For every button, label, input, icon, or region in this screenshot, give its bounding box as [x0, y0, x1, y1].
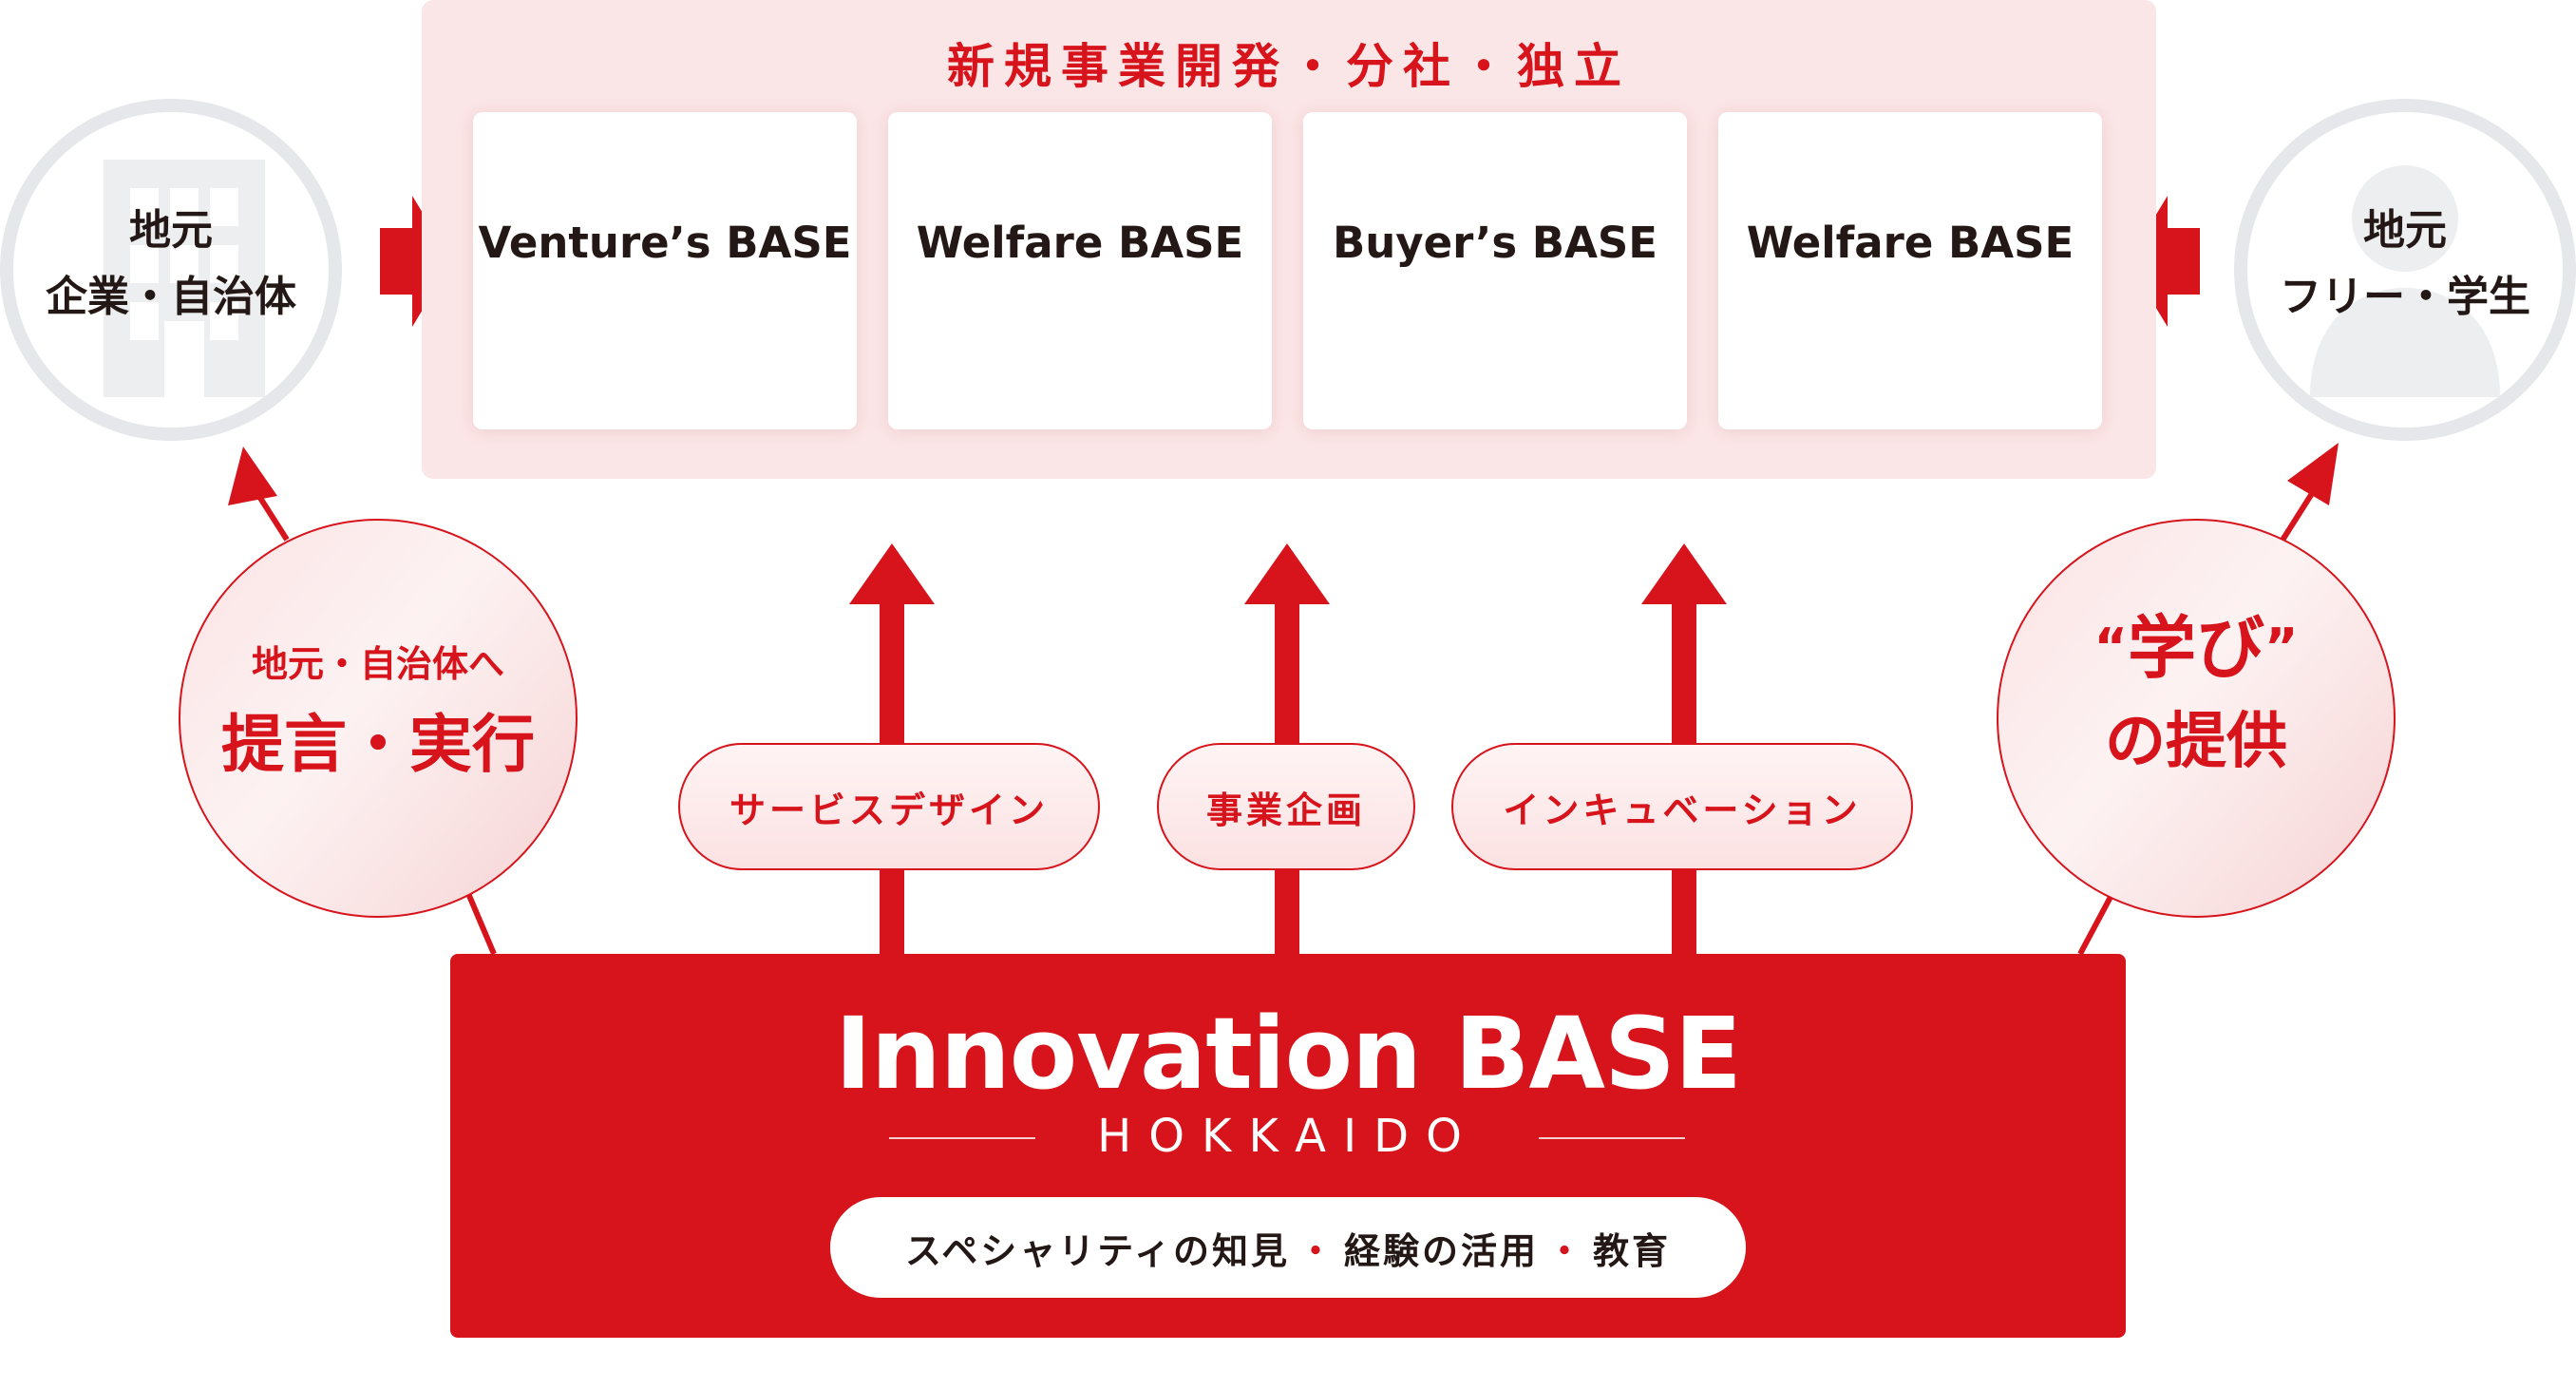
left-diagonal-line-lower	[464, 889, 497, 956]
pill-service-design: サービスデザイン	[678, 743, 1100, 870]
right-block-arrow-body	[2168, 228, 2200, 295]
card-welfare-base-1: Welfare BASE	[888, 112, 1272, 429]
proposal-bubble	[179, 519, 578, 918]
proposal-small-text: 地元・自治体へ	[251, 643, 504, 685]
pill-business-planning: 事業企画	[1157, 743, 1415, 870]
quote-open: “	[2093, 618, 2128, 677]
left-diagonal-arrowhead	[228, 447, 277, 505]
learning-bubble-text: “学び” の提供	[1997, 608, 2396, 785]
base-tagline: スペシャリティの知見・経験の活用・教育	[830, 1197, 1746, 1298]
learning-word: 学び	[2127, 608, 2264, 688]
vertical-arrowhead-3	[1641, 543, 1727, 604]
learning-line-1: “学び”	[1997, 608, 2396, 688]
learning-line-2: の提供	[2105, 707, 2287, 777]
label-line-1: 地元	[2363, 206, 2447, 255]
label-line-2: フリー・学生	[2280, 273, 2530, 321]
local-companies-label: 地元 企業・自治体	[13, 198, 329, 331]
vertical-arrowhead-2	[1244, 543, 1330, 604]
right-diagonal-arrowhead	[2287, 443, 2339, 505]
card-label: Welfare BASE	[1746, 217, 2074, 268]
hokkaido-label: HOKKAIDO	[1097, 1110, 1479, 1163]
tagline-separator: ・	[1297, 1229, 1337, 1272]
tagline-separator: ・	[1546, 1229, 1586, 1272]
left-block-arrow-body	[380, 228, 412, 295]
card-ventures-base: Venture’s BASE	[473, 112, 857, 429]
label-line-1: 地元	[129, 206, 213, 255]
label-line-2: 企業・自治体	[46, 273, 296, 321]
tagline-education: 教育	[1593, 1229, 1672, 1272]
card-label: Buyer’s BASE	[1332, 217, 1658, 268]
panel-title: 新規事業開発・分社・独立	[947, 39, 1631, 94]
tagline-experience: 経験の活用	[1344, 1229, 1540, 1272]
divider-right	[1539, 1137, 1685, 1139]
innovation-base-logo: Innovation BASE	[835, 996, 1742, 1112]
proposal-bubble-text: 地元・自治体へ 提言・実行	[179, 0, 578, 950]
vertical-arrowhead-1	[849, 543, 935, 604]
card-welfare-base-2: Welfare BASE	[1718, 112, 2102, 429]
card-buyers-base: Buyer’s BASE	[1303, 112, 1687, 429]
card-label: Venture’s BASE	[478, 217, 852, 268]
divider-left	[889, 1137, 1035, 1139]
right-diagonal-line-lower	[2077, 895, 2113, 956]
building-icon	[104, 160, 265, 397]
proposal-big-text: 提言・実行	[221, 708, 535, 781]
person-icon	[2310, 165, 2500, 397]
learning-bubble	[1997, 519, 2396, 918]
local-freelancers-circle: 地元 フリー・学生	[2234, 99, 2576, 441]
tagline-knowledge: スペシャリティの知見	[904, 1229, 1290, 1272]
local-freelancers-label: 地元 フリー・学生	[2247, 198, 2563, 331]
pill-incubation: インキュベーション	[1451, 743, 1913, 870]
card-label: Welfare BASE	[916, 217, 1244, 268]
quote-close: ”	[2264, 618, 2299, 677]
